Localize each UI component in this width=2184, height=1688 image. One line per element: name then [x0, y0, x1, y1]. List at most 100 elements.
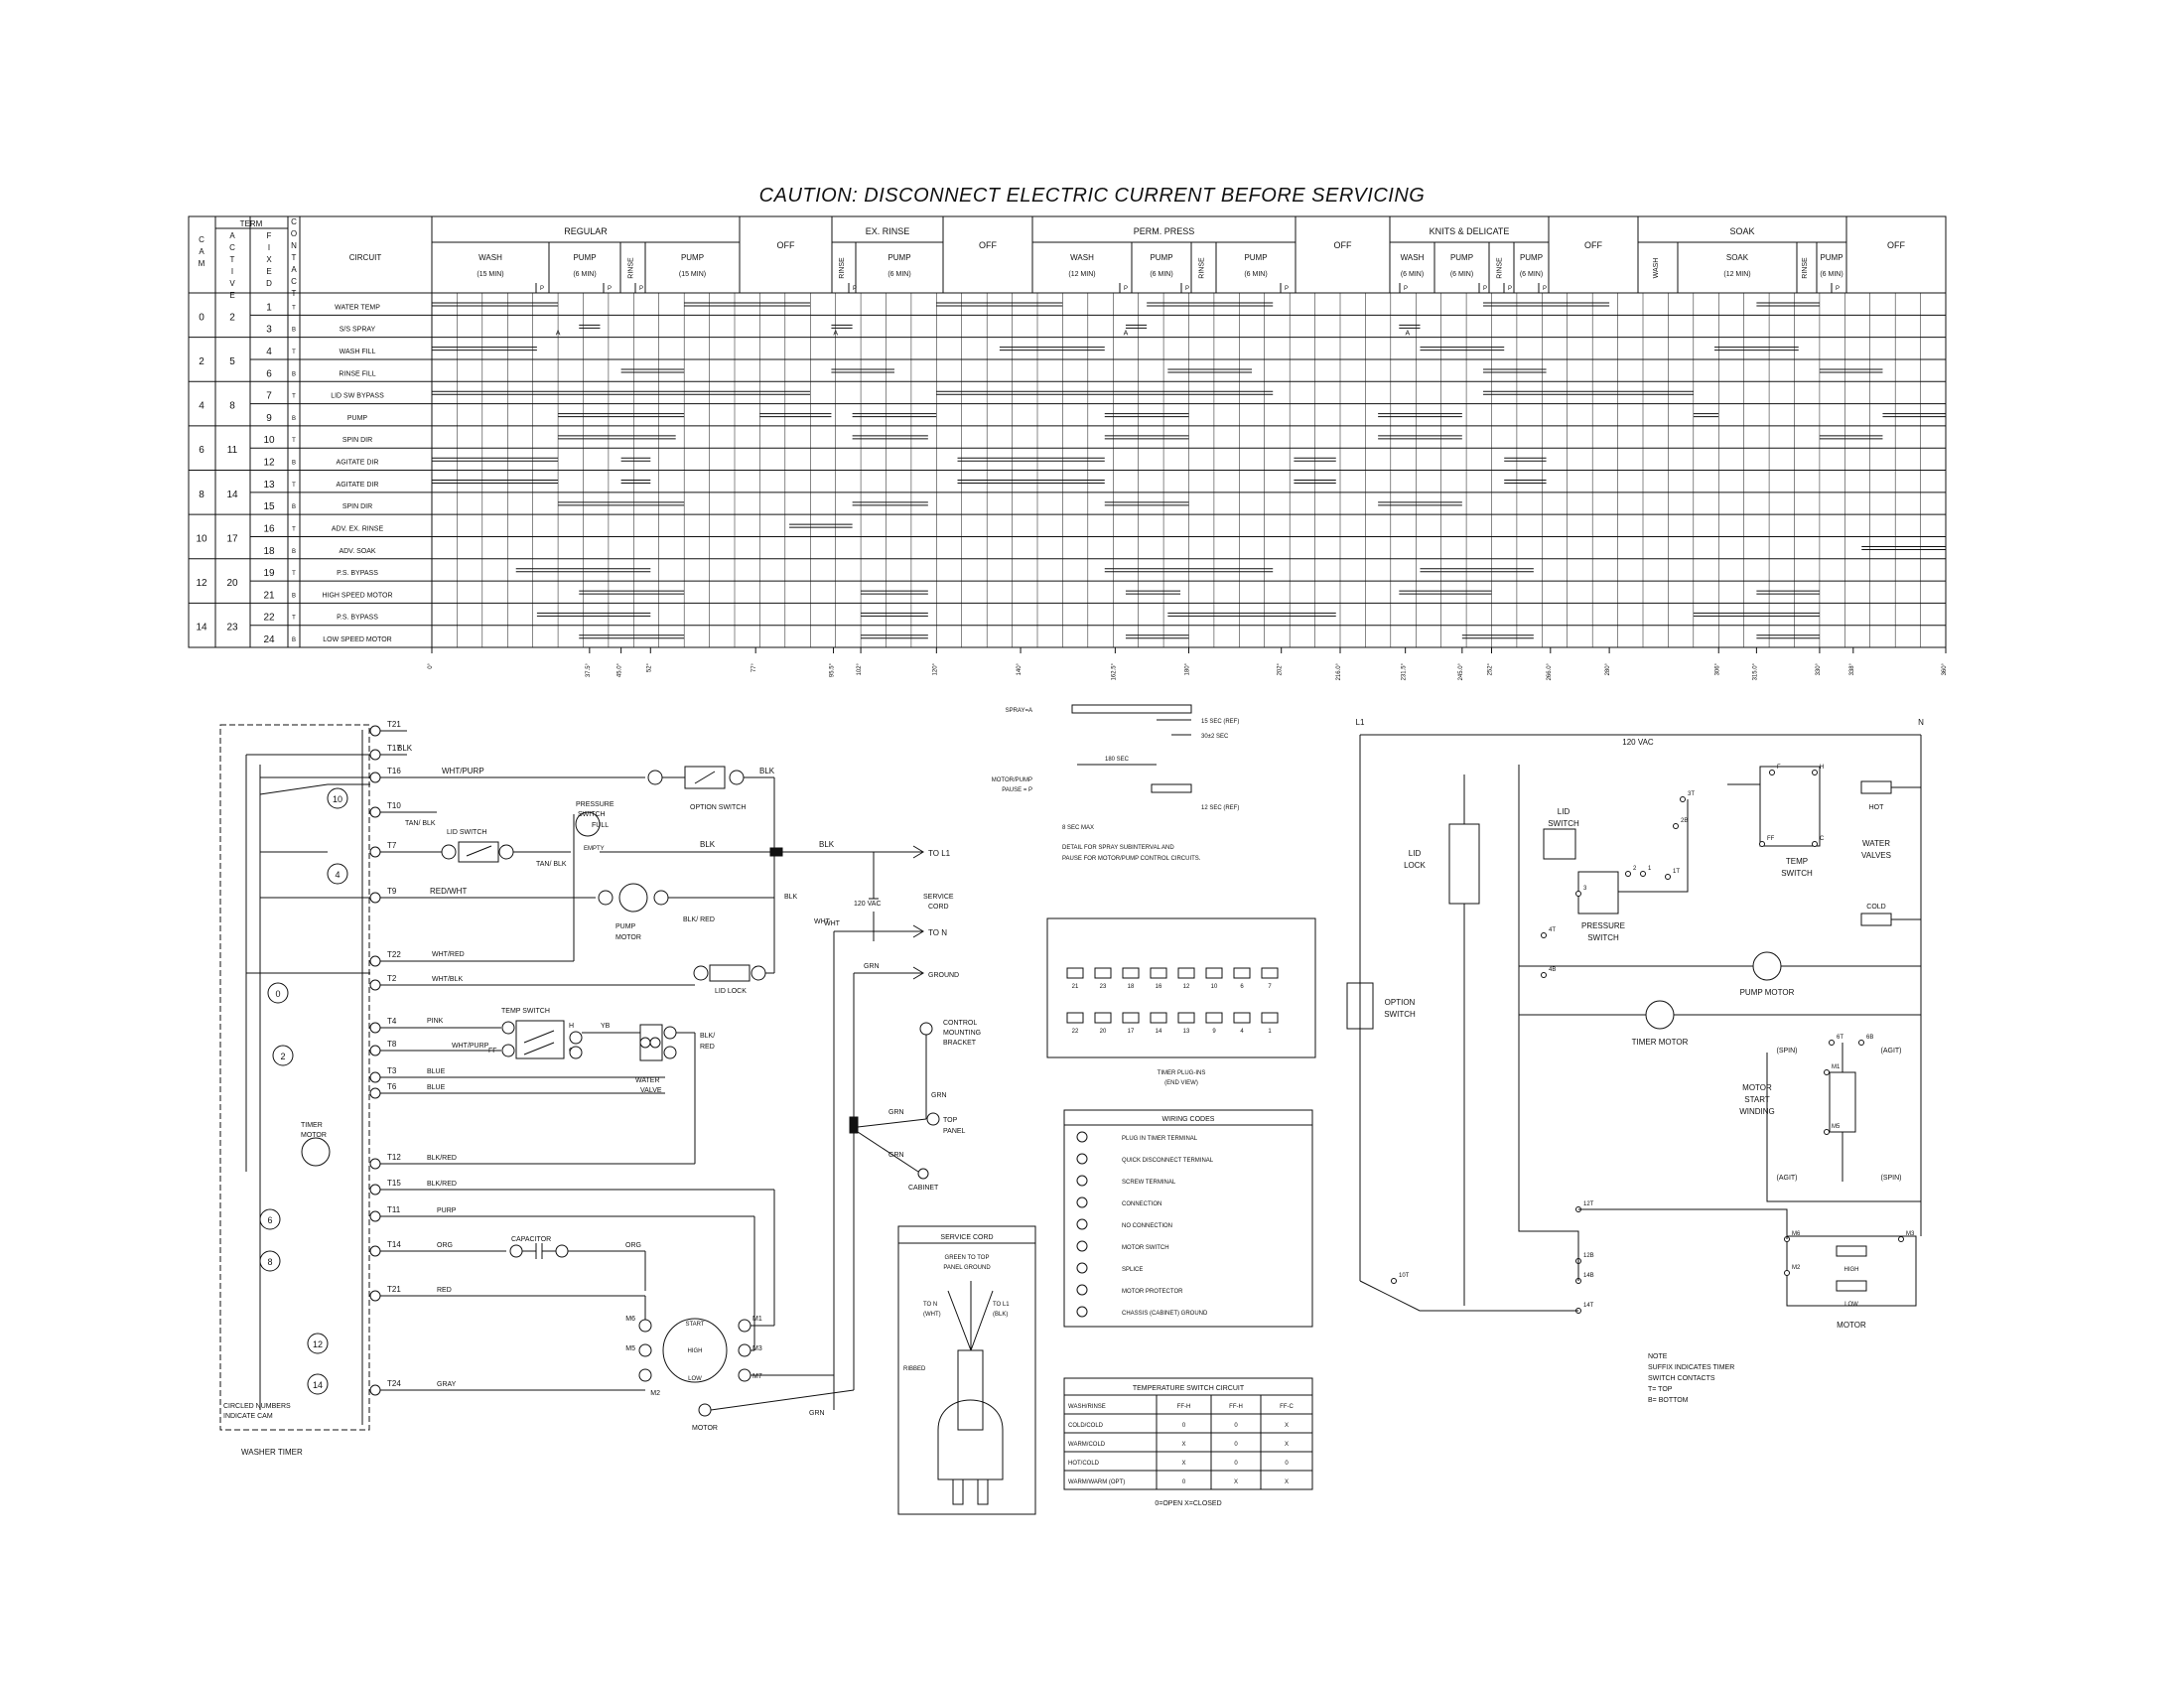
component-label: VALVES: [1861, 851, 1891, 860]
wire-color: RED: [437, 1287, 452, 1294]
contact-state: (AGIT): [1881, 1048, 1902, 1055]
detail-note: DETAIL FOR SPRAY SUBINTERVAL AND: [1062, 845, 1174, 851]
fixed-terminal: 1: [266, 302, 272, 313]
plug-slot: [1205, 967, 1223, 979]
dimension-text: 12 SEC (REF): [1201, 805, 1239, 811]
temp-switch: [515, 1020, 565, 1059]
fixed-terminal: 3: [266, 325, 272, 336]
contact-pos: T: [292, 438, 296, 444]
quick-disconnect: [738, 1319, 751, 1333]
contact-label: 1: [1648, 866, 1652, 872]
dimension-text: 180 SEC: [1105, 757, 1130, 763]
circuit-name: HIGH SPEED MOTOR: [322, 592, 392, 599]
contact-header: N: [291, 241, 297, 250]
cam-header: M: [199, 259, 205, 268]
terminal-label: T21: [387, 720, 401, 729]
detail-label: SPRAY=A: [1006, 708, 1032, 714]
pressure-switch: [575, 811, 601, 837]
wire: [1766, 1053, 1922, 1236]
contact-label: 14T: [1583, 1303, 1594, 1309]
wire-color: BLK/RED: [427, 1181, 457, 1188]
circuit-name: WASH FILL: [340, 349, 376, 355]
wire-color: GRN: [888, 1152, 904, 1159]
tick-label: 306°: [1714, 662, 1720, 675]
wire-color: BLK/: [700, 1033, 715, 1040]
quick-disconnect: [569, 1046, 583, 1059]
dimension-text: 15 SEC (REF): [1201, 719, 1239, 725]
quick-disconnect: [738, 1343, 751, 1357]
tick-label: 77°: [751, 662, 757, 672]
subphase-duration: (6 MIN): [1820, 271, 1843, 278]
terminal-label: T2: [387, 974, 397, 983]
component-label: TEMP SWITCH: [501, 1008, 550, 1015]
terminal-tag: M1: [752, 1316, 762, 1323]
contact-pos: T: [292, 305, 296, 311]
plug-prong: [952, 1478, 964, 1505]
code-item: CONNECTION: [1122, 1201, 1161, 1207]
quick-disconnect: [501, 1021, 515, 1035]
fixed-terminal: 12: [263, 458, 275, 469]
terminal-tag: M3: [752, 1345, 762, 1352]
code-symbol: [1076, 1240, 1088, 1252]
wire: [1618, 799, 1689, 893]
contact-pos: B: [292, 328, 296, 334]
component-label: START: [1744, 1095, 1770, 1104]
circuit-name: PUMP: [347, 415, 368, 422]
quick-disconnect: [693, 965, 709, 981]
plug-number: 7: [1268, 984, 1272, 990]
active-terminal: 17: [226, 533, 238, 544]
plug-number: 13: [1183, 1029, 1190, 1035]
tick-label: 202°: [1278, 662, 1284, 675]
terminal-tag: M7: [752, 1373, 762, 1380]
terminal-label: T24: [387, 1379, 401, 1388]
cam-header: C: [199, 235, 205, 244]
quick-disconnect: [638, 1368, 652, 1382]
subphase-duration: (6 MIN): [1520, 271, 1543, 278]
cam-number: 14: [196, 623, 207, 633]
contact-pos: B: [292, 593, 296, 599]
fixed-terminal: 16: [263, 523, 275, 534]
cam-number: 14: [313, 1380, 323, 1390]
circuit-header: CIRCUIT: [349, 253, 382, 262]
component-label: TOP: [943, 1117, 958, 1124]
fixed-terminal: 19: [263, 568, 275, 579]
terminal-label: T8: [387, 1040, 397, 1049]
contact-dot: [1824, 1069, 1830, 1075]
contact-label: M3: [1906, 1231, 1915, 1237]
circuit-name: S/S SPRAY: [340, 327, 376, 334]
term-header: TERM: [240, 219, 263, 228]
contact-label: 14B: [1583, 1273, 1594, 1279]
tick-label: 231.5°: [1402, 662, 1408, 680]
detail-note: PAUSE FOR MOTOR/PUMP CONTROL CIRCUITS.: [1062, 856, 1201, 862]
plug-number: 23: [1100, 984, 1107, 990]
component-label: SWITCH: [1548, 819, 1579, 828]
component-label: TIMER: [301, 1122, 323, 1129]
tick-label: 280°: [1605, 662, 1611, 675]
cam-circle: [272, 1045, 294, 1066]
codes-frame: [1063, 1109, 1313, 1328]
washer-timer-box: [219, 724, 370, 1431]
cam-number: 4: [199, 401, 205, 412]
subphase-label: PUMP: [1520, 253, 1543, 262]
plug-prong: [977, 1478, 989, 1505]
plug-slot: [1205, 1012, 1223, 1024]
timer-terminal: [369, 955, 381, 967]
temp-cell: 0: [1234, 1442, 1238, 1448]
subphase-duration: (6 MIN): [1401, 271, 1424, 278]
contact-dot: [1759, 841, 1765, 847]
pause-label: P: [639, 286, 643, 292]
fixed-terminal: 18: [263, 546, 275, 557]
spray-bar: [1071, 704, 1192, 714]
cord-jacket: [957, 1349, 984, 1431]
component-label: MOTOR: [615, 934, 641, 941]
wire-color: GRAY: [437, 1381, 457, 1388]
component-label: OPTION: [1385, 998, 1416, 1007]
cycle-label: OFF: [1334, 240, 1352, 250]
note: INDICATE CAM: [223, 1413, 273, 1420]
switch-state: EMPTY: [584, 846, 605, 852]
tick-label: 180°: [1185, 662, 1191, 675]
component-label: TEMP: [1786, 857, 1808, 866]
switch-contact: [466, 845, 492, 857]
timer-terminal: [369, 1245, 381, 1257]
component-label: MOTOR: [1742, 1083, 1772, 1092]
